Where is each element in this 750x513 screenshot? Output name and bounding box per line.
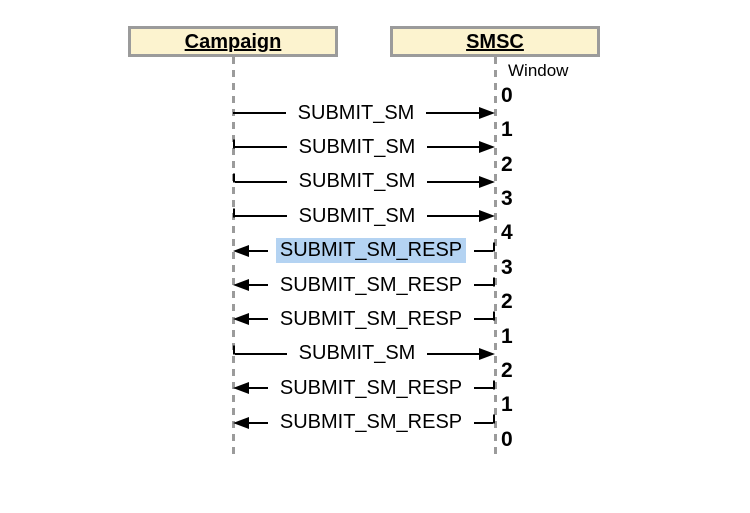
message-label: SUBMIT_SM_RESP bbox=[275, 238, 467, 264]
window-value: 1 bbox=[501, 324, 513, 348]
window-value: 0 bbox=[501, 427, 513, 451]
window-value: 2 bbox=[501, 359, 513, 382]
arrowhead-left-icon bbox=[233, 416, 249, 429]
message-label: SUBMIT_SM_RESP bbox=[279, 273, 463, 296]
window-value: 2 bbox=[501, 290, 513, 314]
message-label: SUBMIT_SM bbox=[298, 135, 416, 158]
message-line bbox=[474, 387, 494, 390]
message-submit-sm-right: SUBMIT_SM bbox=[233, 339, 495, 369]
connector-tick bbox=[233, 345, 235, 355]
message-line bbox=[249, 421, 268, 424]
message-line bbox=[249, 249, 268, 252]
message-label: SUBMIT_SM_RESP bbox=[279, 376, 463, 399]
message-line bbox=[474, 284, 494, 286]
message-line bbox=[474, 318, 494, 321]
connector-tick bbox=[493, 414, 496, 424]
connector-tick bbox=[493, 380, 496, 390]
message-line bbox=[427, 215, 479, 218]
message-line bbox=[427, 146, 479, 149]
message-label: SUBMIT_SM_RESP bbox=[279, 307, 463, 330]
connector-tick bbox=[493, 277, 496, 286]
window-value: 1 bbox=[501, 118, 513, 142]
message-submit-sm-resp-left: SUBMIT_SM_RESP bbox=[233, 236, 496, 266]
message-line bbox=[235, 352, 287, 355]
connector-tick bbox=[233, 208, 235, 218]
actor-smsc-box: SMSC bbox=[390, 26, 600, 57]
arrowhead-right-icon bbox=[479, 210, 495, 223]
actor-campaign-label: Campaign bbox=[184, 30, 282, 53]
message-line bbox=[426, 112, 479, 114]
message-submit-sm-right: SUBMIT_SM bbox=[233, 201, 495, 231]
message-line bbox=[235, 215, 287, 218]
message-line bbox=[235, 180, 287, 183]
message-submit-sm-right: SUBMIT_SM bbox=[233, 98, 495, 128]
message-submit-sm-resp-left: SUBMIT_SM_RESP bbox=[233, 270, 496, 300]
window-value: 4 bbox=[501, 221, 513, 245]
arrowhead-right-icon bbox=[479, 347, 495, 360]
smsc-lifeline bbox=[493, 57, 497, 456]
message-line bbox=[233, 112, 286, 114]
arrowhead-left-icon bbox=[233, 279, 249, 291]
message-submit-sm-right: SUBMIT_SM bbox=[233, 167, 495, 197]
message-submit-sm-resp-left: SUBMIT_SM_RESP bbox=[233, 408, 496, 438]
arrowhead-right-icon bbox=[479, 175, 495, 188]
message-label: SUBMIT_SM bbox=[298, 170, 416, 193]
connector-tick bbox=[233, 139, 235, 149]
message-line bbox=[427, 180, 479, 183]
message-submit-sm-resp-left: SUBMIT_SM_RESP bbox=[233, 373, 496, 403]
window-column-label: Window bbox=[508, 61, 569, 80]
message-line bbox=[249, 318, 268, 321]
connector-tick bbox=[493, 311, 496, 321]
arrowhead-left-icon bbox=[233, 313, 249, 326]
arrowhead-left-icon bbox=[233, 244, 249, 257]
arrowhead-right-icon bbox=[479, 107, 495, 119]
arrowhead-right-icon bbox=[479, 141, 495, 154]
actor-campaign-box: Campaign bbox=[128, 26, 338, 57]
window-value: 3 bbox=[501, 187, 513, 210]
message-line bbox=[249, 284, 268, 286]
message-label: SUBMIT_SM bbox=[298, 342, 416, 365]
message-line bbox=[474, 421, 494, 424]
window-value: 1 bbox=[501, 393, 513, 417]
window-value: 3 bbox=[501, 255, 513, 279]
message-line bbox=[427, 352, 479, 355]
actor-smsc-label: SMSC bbox=[466, 30, 524, 53]
message-label: SUBMIT_SM_RESP bbox=[279, 411, 463, 434]
message-submit-sm-resp-left: SUBMIT_SM_RESP bbox=[233, 304, 496, 334]
message-submit-sm-right: SUBMIT_SM bbox=[233, 132, 495, 162]
message-line bbox=[474, 249, 494, 252]
connector-tick bbox=[233, 173, 235, 183]
arrowhead-left-icon bbox=[233, 382, 249, 395]
message-line bbox=[249, 387, 268, 390]
window-value: 2 bbox=[501, 152, 513, 176]
message-label: SUBMIT_SM bbox=[298, 204, 416, 227]
window-value: 0 bbox=[501, 83, 513, 107]
message-label: SUBMIT_SM bbox=[297, 101, 415, 124]
connector-tick bbox=[493, 242, 496, 252]
message-line bbox=[235, 146, 287, 149]
